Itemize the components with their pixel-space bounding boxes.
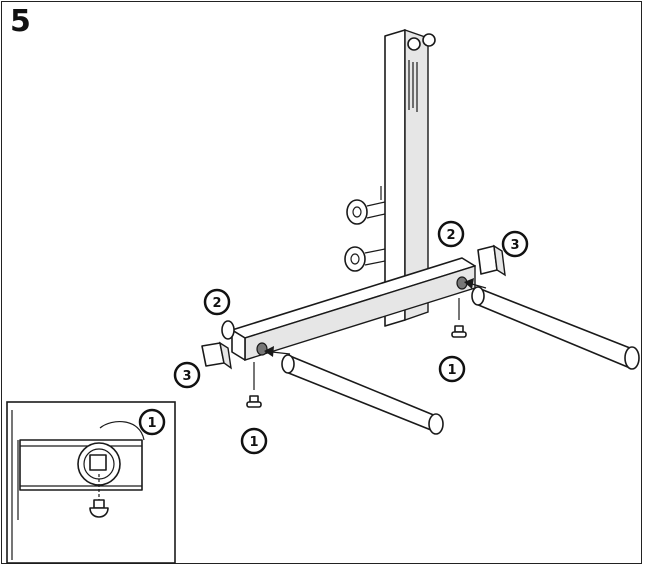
washer-left xyxy=(221,320,235,340)
callout-bolt-detail: 1 xyxy=(147,416,156,431)
svg-text:1: 1 xyxy=(447,363,456,378)
callout-washer-left: 2 xyxy=(203,288,231,316)
roller-upper xyxy=(346,186,386,225)
svg-text:3: 3 xyxy=(510,238,519,253)
upright-post xyxy=(384,29,436,327)
foam-roller-front xyxy=(281,354,444,435)
bolt-icon xyxy=(246,362,262,408)
callout-bolt-right: 1 xyxy=(438,355,466,383)
svg-text:3: 3 xyxy=(182,369,191,384)
roller-lower xyxy=(344,246,386,272)
step-number: 5 xyxy=(10,4,31,39)
end-cap-right xyxy=(477,244,506,277)
callout-cap-right: 3 xyxy=(501,230,529,258)
callout-bolt-left: 1 xyxy=(240,427,268,455)
svg-text:2: 2 xyxy=(446,228,455,243)
bolt-icon xyxy=(451,298,467,338)
detail-inset: 1 xyxy=(6,401,176,564)
callout-washer-right: 2 xyxy=(437,220,465,248)
foam-roller-rear xyxy=(471,286,640,370)
base-tube xyxy=(231,257,476,361)
callout-cap-left: 3 xyxy=(173,361,201,389)
arrow-icon xyxy=(464,278,487,289)
end-cap-left xyxy=(201,341,232,370)
bolt-icon xyxy=(89,499,109,518)
arrow-icon xyxy=(264,346,291,357)
svg-text:2: 2 xyxy=(212,296,221,311)
svg-text:1: 1 xyxy=(249,435,258,450)
